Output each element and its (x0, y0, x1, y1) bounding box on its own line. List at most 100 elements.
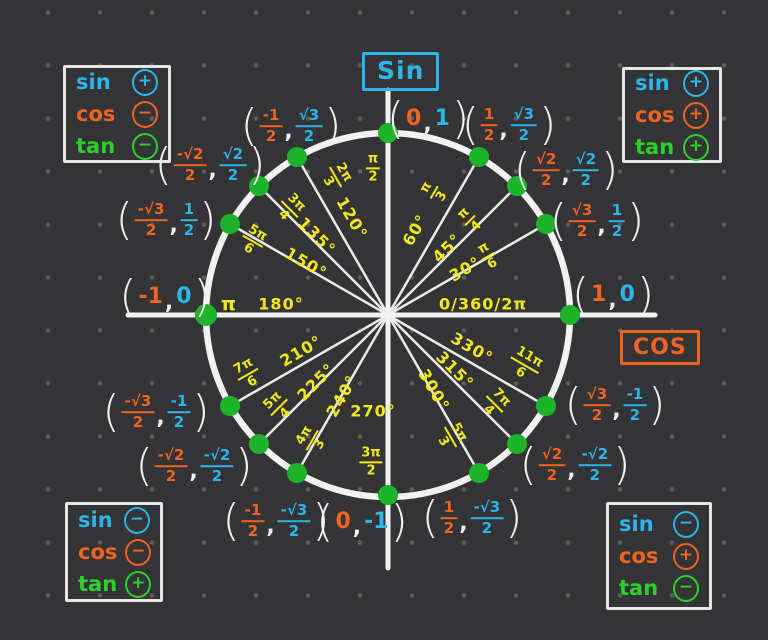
spoke-300 (386, 314, 481, 474)
cos-sign-row: cos+ (619, 542, 699, 570)
comma: , (208, 157, 217, 183)
denominator: 2 (368, 169, 378, 184)
paren-open: ( (316, 496, 334, 548)
denominator: 2 (173, 413, 185, 431)
cos-sign-row: cos− (76, 100, 158, 128)
minus-circle-icon: − (673, 574, 699, 602)
paren-open: ( (115, 194, 133, 246)
dot-210 (220, 396, 240, 416)
comma: , (459, 510, 468, 536)
denominator: 2 (247, 522, 259, 540)
paren-open: ( (519, 439, 537, 491)
numerator: 1 (440, 499, 458, 519)
denominator: 2 (303, 127, 315, 145)
paren-close: ) (627, 195, 645, 247)
spoke-240 (295, 314, 390, 474)
spoke-225 (258, 314, 389, 445)
fn-label: cos (635, 102, 675, 127)
paren-close: ) (505, 492, 523, 544)
comma: , (169, 212, 178, 238)
fn-label: cos (619, 543, 659, 568)
coord-x: -1 (138, 284, 163, 310)
coord-y: 0 (176, 284, 192, 310)
dot-135 (249, 176, 269, 196)
dot-120 (287, 147, 307, 167)
minus-circle-icon: − (132, 132, 158, 160)
comma: , (561, 162, 570, 188)
denominator: 2 (580, 171, 592, 189)
dot-180 (195, 304, 217, 326)
dot-30 (536, 214, 556, 234)
deg-label-270: 270° (350, 401, 396, 421)
paren-close: ) (539, 99, 557, 151)
numerator: -√2 (200, 447, 234, 467)
minus-circle-icon: − (673, 510, 699, 538)
fn-label: cos (78, 539, 118, 564)
comma: , (156, 404, 165, 430)
dot-225 (249, 434, 269, 454)
numerator: -1 (623, 386, 647, 406)
dot-270 (378, 485, 398, 505)
sin-sign-row: sin+ (635, 69, 709, 97)
denominator: 2 (145, 221, 157, 239)
sign-box-quadrant-1: sin+ cos+ tan+ (622, 67, 722, 163)
coord-x: 1 (591, 282, 607, 308)
dot-60 (469, 147, 489, 167)
paren-close: ) (199, 194, 217, 246)
numerator: √3 (295, 107, 323, 127)
numerator: √2 (572, 151, 600, 171)
denominator: 2 (546, 466, 558, 484)
point-dots (195, 123, 580, 505)
coord-label-0-neg1: (0,-1) (316, 496, 407, 548)
denominator: 2 (211, 467, 223, 485)
rad-label-pi: π (220, 293, 238, 315)
numerator: √2 (532, 151, 560, 171)
comma: , (189, 458, 198, 484)
sin-sign-row: sin+ (76, 68, 158, 96)
sign-box-quadrant-3: sin− cos− tan+ (65, 502, 163, 602)
minus-circle-icon: − (124, 506, 150, 534)
denominator: 2 (540, 171, 552, 189)
numerator: 3π (359, 446, 383, 463)
tan-sign-row: tan+ (78, 570, 152, 598)
dot-0 (560, 305, 580, 325)
denominator: 2 (288, 522, 300, 540)
sign-box-quadrant-4: sin− cos+ tan− (606, 502, 712, 610)
angle-spokes (229, 156, 547, 474)
paren-close: ) (636, 269, 655, 321)
paren-open: ( (571, 269, 590, 321)
paren-close: ) (324, 100, 342, 152)
denominator: 2 (589, 466, 601, 484)
numerator: π (365, 152, 381, 169)
plus-circle-icon: + (683, 133, 709, 161)
denominator: 2 (184, 166, 196, 184)
comma: , (423, 111, 432, 137)
paren-open: ( (386, 93, 405, 145)
denominator: 2 (443, 519, 455, 537)
numerator: √3 (510, 106, 538, 126)
denominator: 2 (366, 463, 376, 478)
spoke-135 (258, 185, 389, 316)
paren-close: ) (451, 93, 470, 145)
comma: , (352, 514, 362, 540)
sign-box-quadrant-2: sin+ cos− tan− (63, 65, 171, 163)
numerator: √2 (219, 146, 247, 166)
denominator: 2 (611, 222, 623, 240)
